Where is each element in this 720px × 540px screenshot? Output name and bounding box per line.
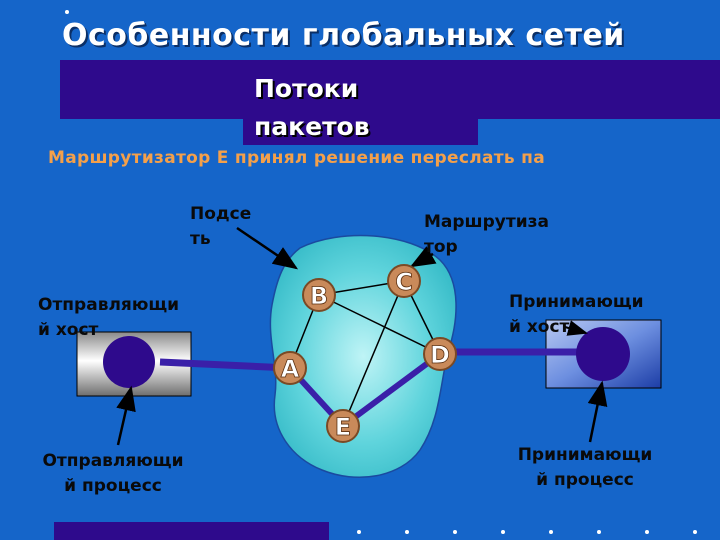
bullet-dot (645, 530, 649, 534)
statement-text: Маршрутизатор E принял решение переслать… (48, 148, 545, 168)
receiving-host-label: Принимающи й хост (509, 290, 644, 340)
slide-subtitle: Потоки пакетов (254, 70, 370, 146)
sending-process-label-line-1: Отправляющи (42, 451, 184, 471)
sending-process-label: Отправляющи й процесс (8, 449, 218, 499)
router-b-label: B (310, 282, 328, 310)
router-label: Маршрутиза тор (424, 210, 549, 260)
router-c-label: C (395, 268, 413, 296)
link-c-e (342, 280, 405, 427)
router-b: B (302, 278, 336, 312)
router-d-label: D (430, 341, 450, 369)
router-e-label: E (335, 413, 351, 441)
subtitle-line-1: Потоки (254, 74, 359, 103)
router-a-shape (273, 351, 307, 385)
receiving-host-label-line-2: й хост (509, 317, 570, 337)
bullet-dot (357, 530, 361, 534)
receiving-process-arrow (587, 380, 608, 443)
sending-host-label-line-2: й хост (38, 320, 99, 340)
subnet-label-line-2: ть (190, 229, 211, 249)
router-c-shape (387, 264, 421, 298)
subnet-label-line-1: Подсе (190, 204, 252, 224)
bullet-dot (693, 530, 697, 534)
router-b-shape (302, 278, 336, 312)
footer-band (54, 522, 329, 540)
receiving-process-label-line-1: Принимающи (517, 445, 653, 465)
router-label-line-2: тор (424, 237, 458, 257)
subtitle-line-2: пакетов (254, 112, 370, 141)
subnet-label: Подсе ть (190, 202, 251, 252)
router-arrow (409, 246, 437, 268)
bullet-dot (453, 530, 457, 534)
router-c: C (387, 264, 421, 298)
sending-host-link (159, 358, 291, 372)
slide-title: Особенности глобальных сетей (62, 18, 625, 53)
receiving-host-label-line-1: Принимающи (509, 292, 644, 312)
router-e: E (326, 409, 360, 443)
sending-host-label: Отправляющи й хост (38, 293, 179, 343)
bullet-dot (501, 530, 505, 534)
router-label-line-1: Маршрутиза (424, 212, 549, 232)
sending-host-node (103, 336, 155, 388)
receiving-host-node (576, 327, 630, 381)
sending-host-label-line-1: Отправляющи (38, 295, 180, 315)
sending-process-arrow (116, 385, 136, 446)
receiving-process-label-line-2: й процесс (536, 470, 634, 490)
bullet-dot (549, 530, 553, 534)
bullet-dot (65, 10, 69, 14)
router-a: A (273, 351, 307, 385)
sending-process-label-line-2: й процесс (64, 476, 162, 496)
bullet-dot (597, 530, 601, 534)
subnet-arrow (236, 226, 299, 270)
bullet-dot (405, 530, 409, 534)
router-d-shape (423, 337, 457, 371)
receiving-host-label-arrow (564, 320, 588, 336)
router-a-label: A (281, 355, 300, 383)
router-e-shape (326, 409, 360, 443)
link-b-d (318, 294, 441, 355)
receiving-process-label: Принимающи й процесс (480, 443, 690, 493)
bullet-dot (65, 26, 69, 30)
subtitle-box (243, 65, 478, 145)
router-d: D (423, 337, 457, 371)
